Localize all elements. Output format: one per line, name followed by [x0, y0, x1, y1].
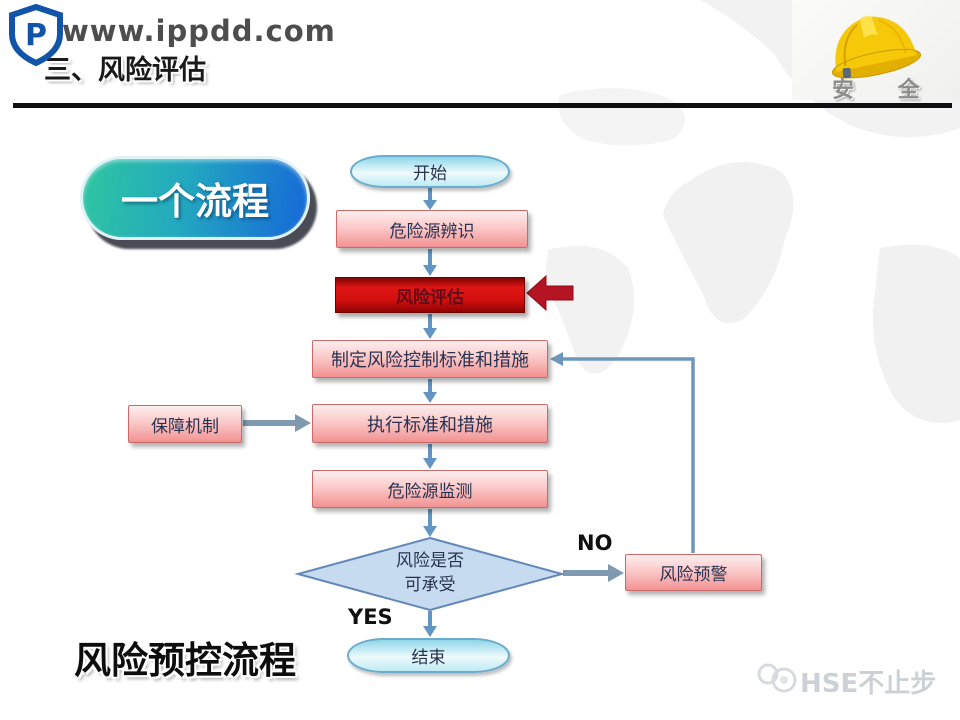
flow-node-risk-assessment: 风险评估	[335, 277, 525, 313]
safety-label: 安 全	[832, 78, 938, 103]
flow-node-start: 开始	[350, 155, 510, 188]
footer-caption: 风险预控流程	[74, 639, 296, 682]
flow-node-end: 结束	[347, 638, 510, 673]
branch-label-no: NO	[577, 531, 613, 555]
flow-node-execute-standards: 执行标准和措施	[312, 404, 548, 443]
flow-node-start-label: 开始	[413, 164, 447, 184]
decision-diamond	[294, 536, 566, 612]
flow-node-guarantee-mechanism: 保障机制	[128, 405, 242, 443]
process-badge-label: 一个流程	[121, 180, 269, 223]
flow-node-guarantee-label: 保障机制	[151, 416, 219, 437]
flow-node-execute-label: 执行标准和措施	[367, 414, 493, 436]
flow-node-warning-label: 风险预警	[659, 565, 728, 585]
safety-helmet-icon	[831, 16, 922, 79]
shield-logo-icon: P	[9, 4, 63, 66]
header-divider	[13, 103, 952, 108]
process-badge: 一个流程	[80, 156, 310, 240]
svg-text:P: P	[25, 18, 47, 53]
flow-node-hazard-monitoring: 危险源监测	[312, 470, 548, 508]
decision-line1: 风险是否	[396, 551, 464, 571]
flow-node-monitor-label: 危险源监测	[387, 481, 473, 502]
hse-watermark: HSE不止步	[800, 669, 937, 699]
flow-node-control-standards: 制定风险控制标准和措施	[312, 340, 548, 378]
flow-node-risk-warning: 风险预警	[625, 554, 762, 591]
flow-node-assess-label: 风险评估	[396, 287, 464, 308]
hse-logo-icon	[757, 663, 797, 693]
flow-node-end-label: 结束	[411, 648, 446, 668]
flow-node-identify-label: 危险源辨识	[389, 221, 475, 242]
branch-label-yes: YES	[348, 605, 393, 629]
site-watermark: www.ippdd.com	[62, 14, 336, 48]
highlight-arrow-icon	[526, 274, 574, 312]
flow-node-standards-label: 制定风险控制标准和措施	[331, 350, 529, 371]
page-title: 三、风险评估	[44, 55, 206, 86]
flow-node-hazard-identification: 危险源辨识	[336, 210, 528, 248]
decision-line2: 可承受	[404, 575, 456, 595]
flow-node-decision-label: 风险是否 可承受	[330, 549, 530, 597]
